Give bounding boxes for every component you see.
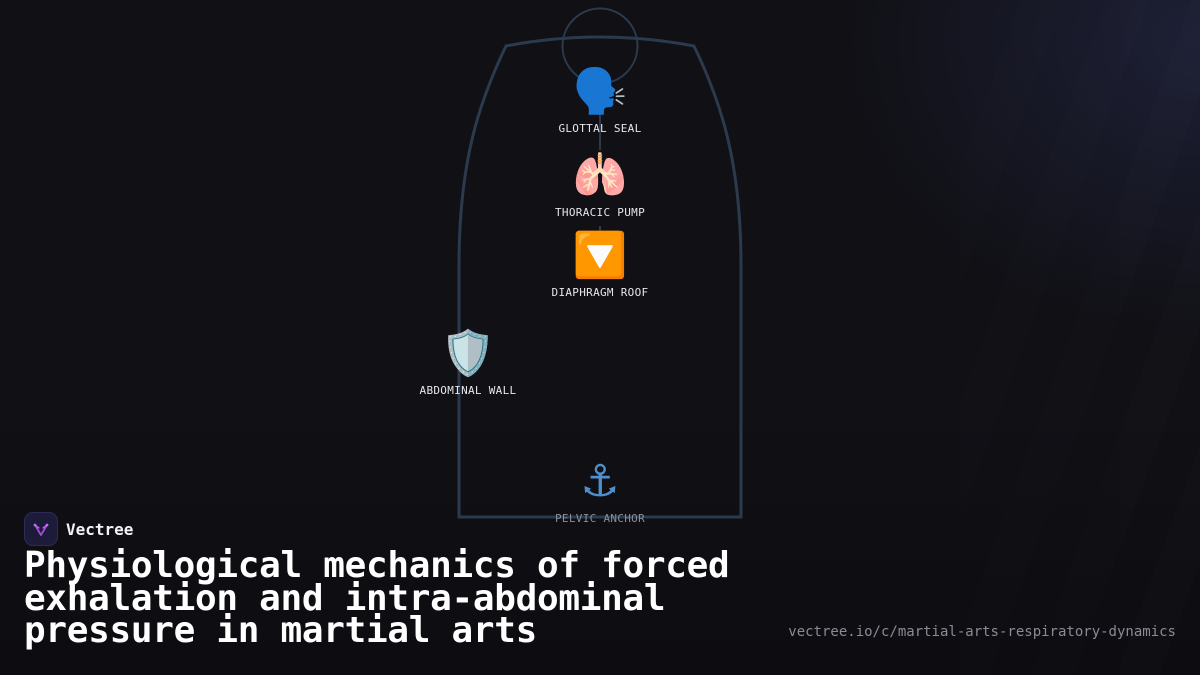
head-outline (561, 7, 639, 85)
vectree-logo-glyph (33, 523, 49, 536)
anchor-icon: ⚓ (580, 456, 620, 507)
vectree-logo-icon (24, 512, 58, 546)
node-thoracic-pump: 🫁 THORACIC PUMP (520, 150, 680, 219)
shield-icon: 🛡️ (440, 328, 496, 379)
torso-outline (457, 35, 743, 519)
node-label: ABDOMINAL WALL (419, 384, 517, 397)
node-label: PELVIC ANCHOR (555, 512, 645, 525)
node-pelvic-anchor: ⚓ PELVIC ANCHOR (520, 456, 680, 525)
brand[interactable]: Vectree (24, 512, 133, 546)
page-title: Physiological mechanics of forced exhala… (24, 545, 730, 651)
lungs-icon: 🫁 (572, 150, 628, 201)
node-abdominal-wall: 🛡️ ABDOMINAL WALL (388, 328, 548, 397)
node-diaphragm-roof: 🔽 DIAPHRAGM ROOF (520, 230, 680, 299)
node-glottal-seal: 🗣️ GLOTTAL SEAL (520, 66, 680, 135)
node-label: GLOTTAL SEAL (558, 122, 642, 135)
source-url[interactable]: vectree.io/c/martial-arts-respiratory-dy… (788, 624, 1176, 640)
brand-name: Vectree (66, 519, 134, 539)
node-label: DIAPHRAGM ROOF (551, 286, 649, 299)
node-label: THORACIC PUMP (555, 206, 645, 219)
speaking-head-icon: 🗣️ (572, 66, 628, 117)
down-arrow-button-icon: 🔽 (572, 230, 628, 281)
